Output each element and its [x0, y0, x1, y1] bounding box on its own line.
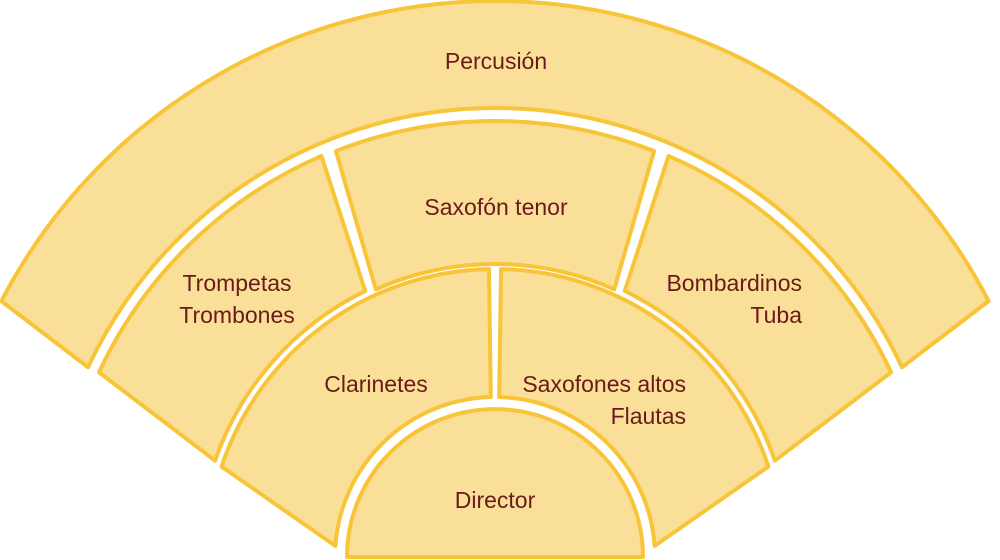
label-trombones: Trombones [179, 302, 295, 328]
section-clarinetes [219, 267, 493, 548]
label-clarinetes: Clarinetes [324, 371, 428, 397]
label-bombardinos: Bombardinos [666, 270, 802, 296]
label-percusion: Percusión [444, 48, 548, 74]
section-saxofones-altos-flautas [497, 267, 771, 548]
label-saxofon-tenor: Saxofón tenor [424, 194, 568, 220]
label-trompetas: Trompetas [182, 270, 292, 296]
label-trompetas-trombones: Trompetas Trombones [179, 267, 294, 331]
section-bombardinos-tuba [622, 153, 894, 463]
label-saxofones-altos-flautas: Saxofones altos Flautas [522, 368, 686, 432]
section-director [345, 407, 645, 559]
section-percusion [0, 0, 991, 370]
section-saxofon-tenor [333, 119, 657, 292]
label-tuba: Tuba [750, 302, 802, 328]
label-bombardinos-tuba: Bombardinos Tuba [666, 267, 802, 331]
label-flautas: Flautas [610, 403, 686, 429]
label-saxofones-altos: Saxofones altos [522, 371, 686, 397]
label-director: Director [454, 487, 536, 513]
section-trompetas-trombones [96, 153, 368, 463]
